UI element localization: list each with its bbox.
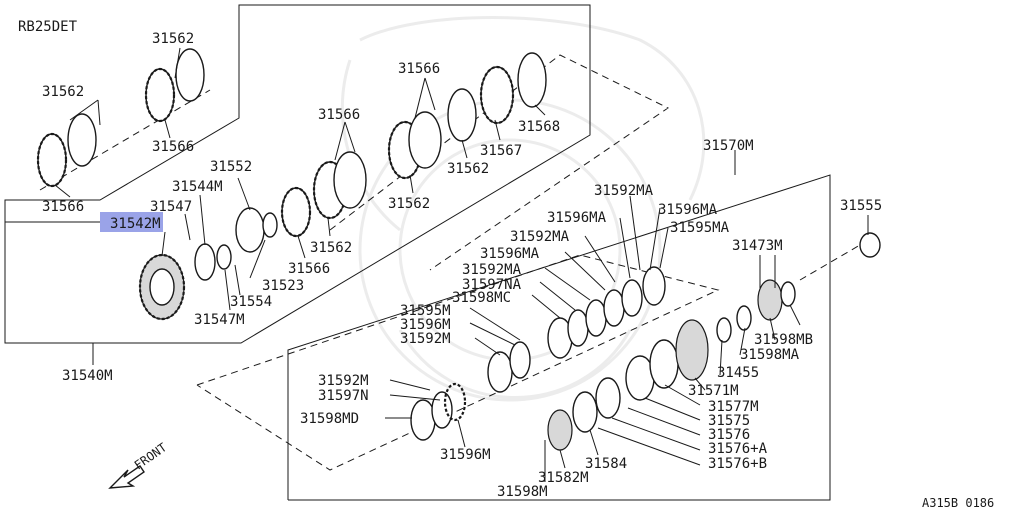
clutch-assembly-box <box>4 4 591 344</box>
part-label-31592MA: 31592MA <box>510 229 570 245</box>
part-label-31566: 31566 <box>398 61 440 77</box>
part-label-31597NA: 31597NA <box>462 277 522 293</box>
part-label-31596MA: 31596MA <box>480 246 540 262</box>
part-label-31596MA: 31596MA <box>658 202 718 218</box>
part-label-31455: 31455 <box>717 365 759 381</box>
part-label-31554: 31554 <box>230 294 272 310</box>
part-label-31598MD: 31598MD <box>300 411 359 427</box>
front-label: FRONT <box>132 440 170 472</box>
part-label-31598M: 31598M <box>497 484 548 500</box>
highlight-31542M <box>100 212 163 232</box>
part-label-31540M: 31540M <box>62 368 113 384</box>
part-label-31567: 31567 <box>480 143 522 159</box>
clutch-hub <box>138 52 547 321</box>
part-label-31598MB: 31598MB <box>754 332 813 348</box>
part-label-31584: 31584 <box>585 456 627 472</box>
part-label-31568: 31568 <box>518 119 560 135</box>
part-label-31577M: 31577M <box>708 399 759 415</box>
explode-line-upper <box>329 54 669 271</box>
part-label-31542M: 31542M <box>110 216 161 232</box>
part-label-31592MA: 31592MA <box>462 262 522 278</box>
part-label-31596MA: 31596MA <box>547 210 607 226</box>
part-label-31592M: 31592M <box>400 331 451 347</box>
part-label-31595M: 31595M <box>400 303 451 319</box>
part-label-31547: 31547 <box>150 199 192 215</box>
part-label-31547M: 31547M <box>194 312 245 328</box>
part-label-31595MA: 31595MA <box>670 220 730 236</box>
part-label-31562: 31562 <box>310 240 352 256</box>
part-label-31523: 31523 <box>262 278 304 294</box>
drum-assembly-box <box>287 174 831 501</box>
part-label-31596M: 31596M <box>400 317 451 333</box>
part-label-31592M: 31592M <box>318 373 369 389</box>
part-label-31570M: 31570M <box>703 138 754 154</box>
engine-label: RB25DET <box>18 19 78 35</box>
part-label-31566: 31566 <box>288 261 330 277</box>
part-label-31576: 31576 <box>708 427 750 443</box>
reference-code: A315B 0186 <box>922 496 994 510</box>
part-label-31598MA: 31598MA <box>740 347 800 363</box>
part-label-31473M: 31473M <box>732 238 783 254</box>
explode-line-lower <box>196 254 720 471</box>
rb25det-plates <box>36 48 205 188</box>
part-label-31562: 31562 <box>42 84 84 100</box>
part-label-31598MC: 31598MC <box>452 290 511 306</box>
explode-line-rb <box>39 89 211 191</box>
part-label-31562: 31562 <box>388 196 430 212</box>
part-label-31597N: 31597N <box>318 388 369 404</box>
part-label-31566: 31566 <box>152 139 194 155</box>
part-label-31575: 31575 <box>708 413 750 429</box>
part-label-31592MA: 31592MA <box>594 183 654 199</box>
part-label-31552: 31552 <box>210 159 252 175</box>
part-label-31562: 31562 <box>152 31 194 47</box>
part-label-31582M: 31582M <box>538 470 589 486</box>
part-label-31596M: 31596M <box>440 447 491 463</box>
part-label-31544M: 31544M <box>172 179 223 195</box>
part-label-31562: 31562 <box>447 161 489 177</box>
part-label-31566: 31566 <box>42 199 84 215</box>
part-label-31576A: 31576+A <box>708 441 768 457</box>
part-label-31576B: 31576+B <box>708 456 767 472</box>
front-arrow-icon <box>108 465 145 489</box>
part-label-31566: 31566 <box>318 107 360 123</box>
part-label-31571M: 31571M <box>688 383 739 399</box>
drum-parts <box>410 232 881 451</box>
leader-lines <box>54 47 869 482</box>
part-label-31555: 31555 <box>840 198 882 214</box>
